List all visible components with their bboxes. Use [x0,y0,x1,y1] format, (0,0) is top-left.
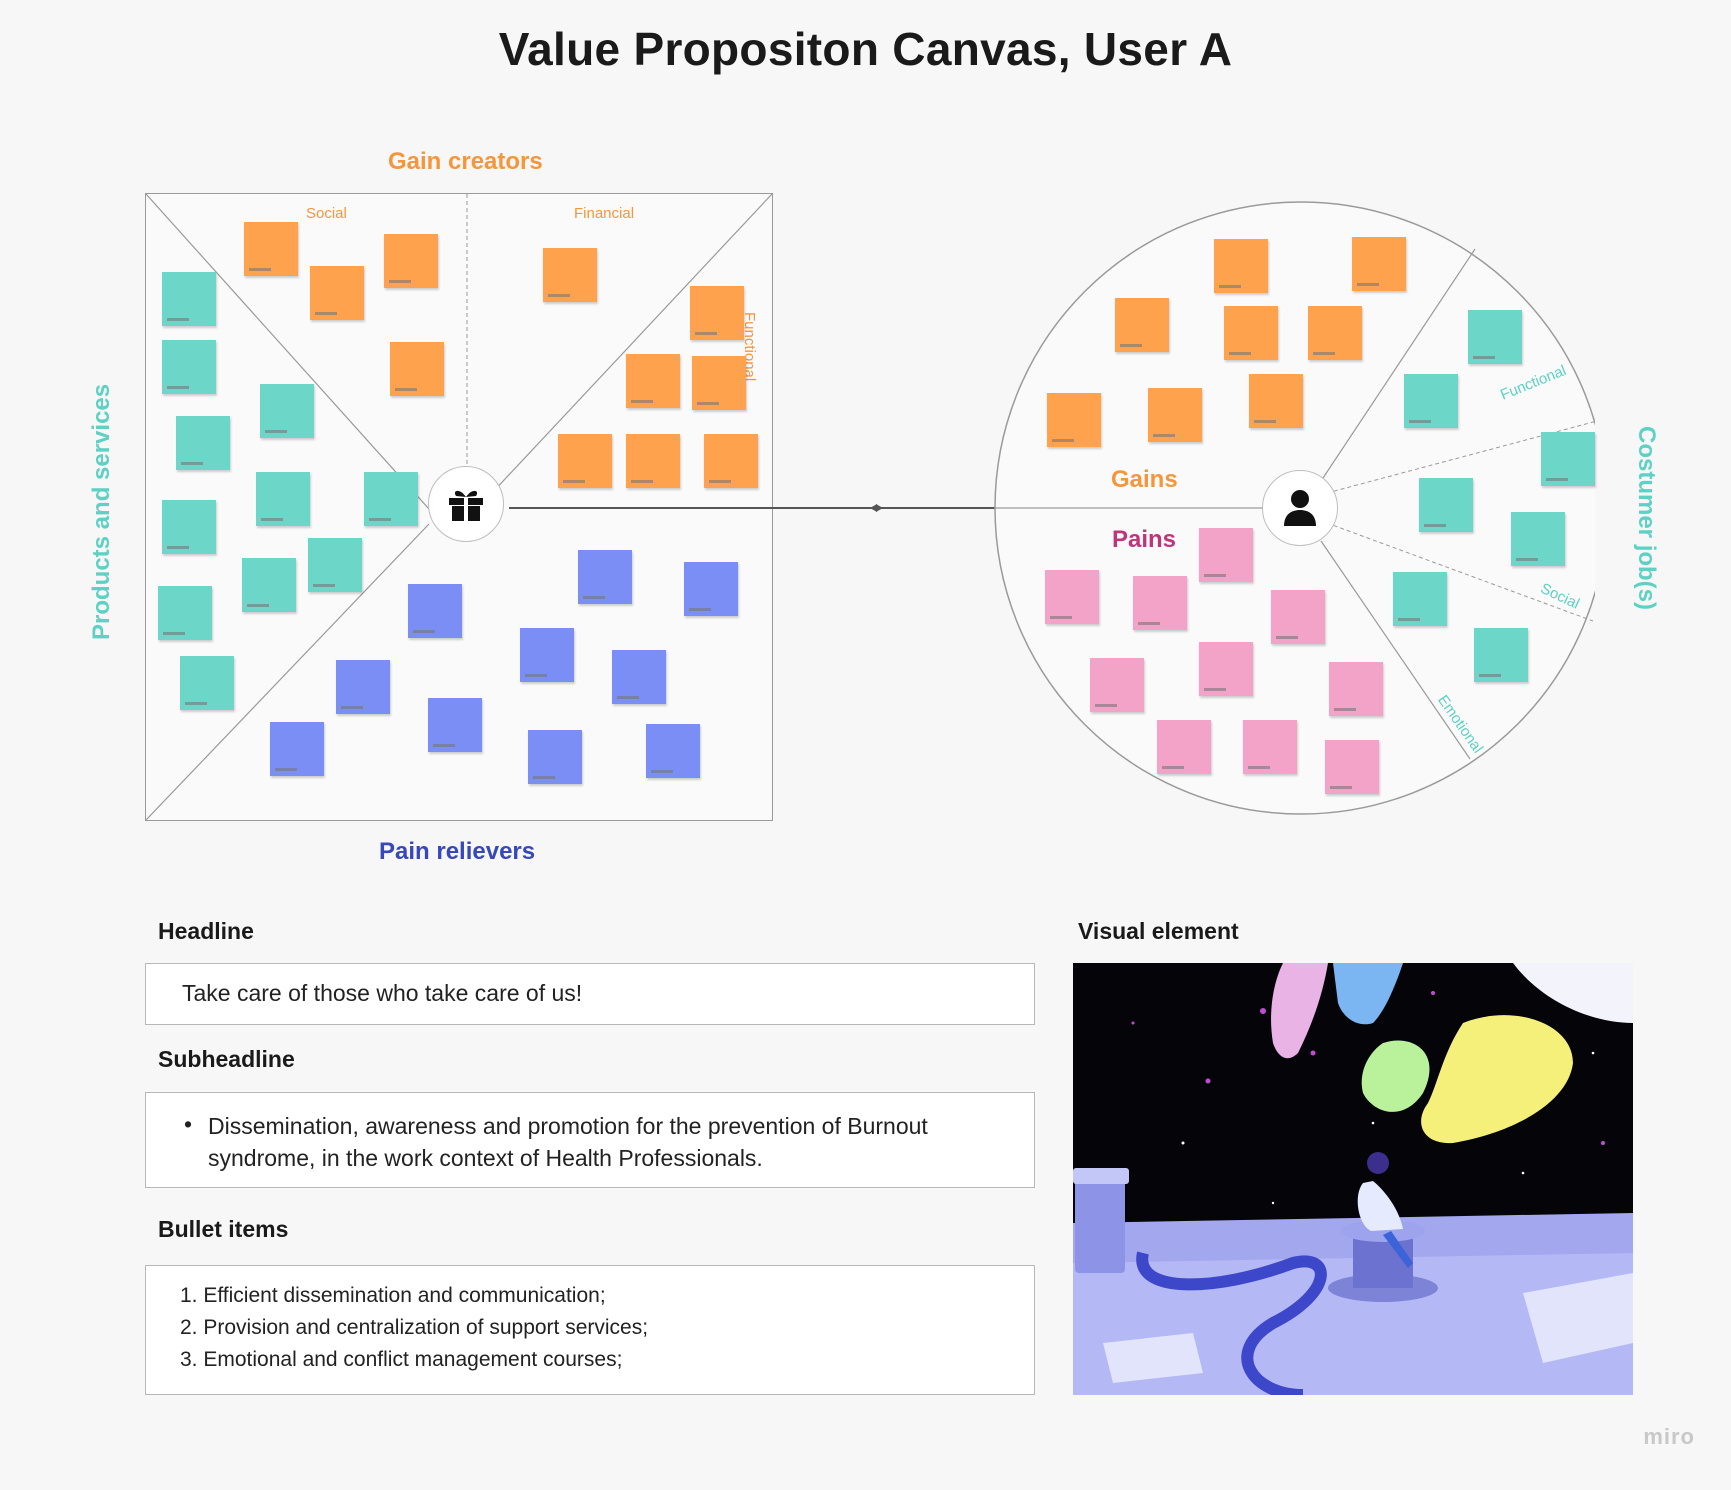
sticky-note[interactable] [310,266,364,320]
sticky-note[interactable] [1474,628,1528,682]
sticky-note[interactable] [158,586,212,640]
sticky-note[interactable] [1404,374,1458,428]
bullet-item: 2. Provision and centralization of suppo… [180,1316,649,1339]
subheadline-text-line-1: Dissemination, awareness and promotion f… [208,1113,928,1139]
sticky-note[interactable] [1157,720,1211,774]
sticky-note[interactable] [1148,388,1202,442]
sticky-note[interactable] [1224,306,1278,360]
products-services-label: Products and services [88,383,115,640]
visual-element-illustration [1073,963,1633,1395]
gift-icon [449,490,483,521]
sticky-note[interactable] [162,340,216,394]
sticky-note[interactable] [1325,740,1379,794]
sticky-note[interactable] [176,416,230,470]
customer-jobs-label: Costumer job(s) [1633,426,1660,611]
sticky-note[interactable] [1199,642,1253,696]
subheadline-text-line-2: syndrome, in the work context of Health … [208,1145,763,1171]
sticky-note[interactable] [428,698,482,752]
sticky-note[interactable] [162,272,216,326]
sticky-note[interactable] [1243,720,1297,774]
sticky-note[interactable] [626,354,680,408]
sticky-note[interactable] [646,724,700,778]
sticky-note[interactable] [1541,432,1595,486]
gain-creators-label: Gain creators [388,148,543,175]
sticky-note[interactable] [1393,572,1447,626]
sticky-note[interactable] [612,650,666,704]
sticky-note[interactable] [1199,528,1253,582]
sticky-note[interactable] [384,234,438,288]
sticky-note[interactable] [684,562,738,616]
sticky-note[interactable] [1352,237,1406,291]
value-map-dividers [146,194,772,820]
sticky-note[interactable] [626,434,680,488]
sticky-note[interactable] [308,538,362,592]
bullet-items-box[interactable]: 1. Efficient dissemination and communica… [145,1265,1035,1395]
sticky-note[interactable] [1249,374,1303,428]
sticky-note[interactable] [364,472,418,526]
section-social-label: Social [306,205,347,222]
sticky-note[interactable] [1511,512,1565,566]
sticky-note[interactable] [390,342,444,396]
sticky-note[interactable] [543,248,597,302]
sticky-note[interactable] [692,356,746,410]
sticky-note[interactable] [1214,239,1268,293]
subheadline-bullet: • [184,1111,193,1137]
visual-element-label: Visual element [1078,918,1239,944]
sticky-note[interactable] [180,656,234,710]
user-icon-badge [1262,470,1338,546]
gains-label: Gains [1111,466,1178,493]
pain-relievers-label: Pain relievers [379,838,536,865]
sticky-note[interactable] [690,286,744,340]
sticky-note[interactable] [1047,393,1101,447]
sticky-note[interactable] [1271,590,1325,644]
bullet-item: 3. Emotional and conflict management cou… [180,1348,623,1371]
sticky-note[interactable] [336,660,390,714]
sticky-note[interactable] [704,434,758,488]
sticky-note[interactable] [1468,310,1522,364]
sticky-note[interactable] [242,558,296,612]
miro-logo: miro [1643,1424,1695,1449]
gift-icon-badge [428,466,504,542]
sticky-note[interactable] [520,628,574,682]
connector-arrows [509,504,1027,512]
sticky-note[interactable] [408,584,462,638]
sticky-note[interactable] [270,722,324,776]
headline-label: Headline [158,918,254,944]
sticky-note[interactable] [1090,658,1144,712]
sticky-note[interactable] [260,384,314,438]
page-title: Value Propositon Canvas, User A [498,23,1233,75]
sticky-note[interactable] [528,730,582,784]
sticky-note[interactable] [244,222,298,276]
headline-box[interactable]: Take care of those who take care of us! [145,963,1035,1025]
subheadline-box[interactable]: • Dissemination, awareness and promotion… [145,1092,1035,1188]
section-financial-label: Financial [574,205,635,222]
user-icon [1284,490,1316,526]
pains-label: Pains [1112,526,1177,553]
sticky-note[interactable] [558,434,612,488]
bullet-item: 1. Efficient dissemination and communica… [180,1284,606,1307]
subheadline-label: Subheadline [158,1046,295,1072]
sticky-note[interactable] [578,550,632,604]
sticky-note[interactable] [162,500,216,554]
bullet-items-label: Bullet items [158,1216,289,1242]
sticky-note[interactable] [1329,662,1383,716]
sticky-note[interactable] [1133,576,1187,630]
sticky-note[interactable] [1419,478,1473,532]
sticky-note[interactable] [256,472,310,526]
sticky-note[interactable] [1045,570,1099,624]
headline-text: Take care of those who take care of us! [182,980,583,1006]
sticky-note[interactable] [1308,306,1362,360]
sticky-note[interactable] [1115,298,1169,352]
illustration-image [1073,963,1633,1395]
